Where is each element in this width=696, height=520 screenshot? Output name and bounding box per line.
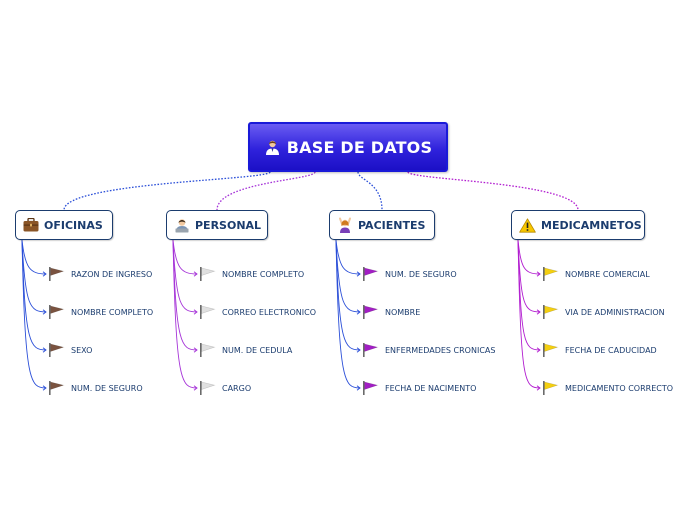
leaf-item[interactable]: CORREO ELECTRONICO bbox=[199, 303, 316, 321]
person-raising-hands-icon bbox=[337, 217, 353, 233]
leaf-label: NUM. DE SEGURO bbox=[71, 383, 143, 393]
leaf-connector bbox=[21, 239, 47, 389]
arrow-head bbox=[356, 271, 361, 277]
leaf-connector bbox=[172, 239, 198, 389]
arrow-head bbox=[536, 271, 541, 277]
leaf-item[interactable]: NOMBRE COMPLETO bbox=[199, 265, 304, 283]
flag-icon bbox=[199, 266, 216, 282]
arrow-head bbox=[193, 347, 198, 353]
leaf-item[interactable]: NOMBRE COMPLETO bbox=[48, 303, 153, 321]
branch-label: OFICINAS bbox=[44, 218, 103, 232]
branch-personal[interactable]: PERSONAL bbox=[166, 210, 268, 240]
leaf-item[interactable]: CARGO bbox=[199, 379, 251, 397]
leaf-connector bbox=[21, 239, 47, 313]
arrow-head bbox=[536, 385, 541, 391]
leaf-label: SEXO bbox=[71, 345, 93, 355]
branch-label: MEDICAMNETOS bbox=[541, 218, 642, 232]
leaf-label: CORREO ELECTRONICO bbox=[222, 307, 317, 317]
leaf-connector bbox=[21, 239, 47, 275]
leaf-connector bbox=[517, 239, 541, 389]
leaf-connector bbox=[335, 239, 361, 389]
flag-icon bbox=[362, 304, 379, 320]
leaf-label: NUM. DE SEGURO bbox=[385, 269, 457, 279]
leaf-connector bbox=[517, 239, 541, 275]
leaf-item[interactable]: NUM. DE CEDULA bbox=[199, 341, 292, 359]
branch-pacientes[interactable]: PACIENTES bbox=[329, 210, 435, 240]
flag-icon bbox=[542, 304, 559, 320]
leaf-item[interactable]: FECHA DE NACIMENTO bbox=[362, 379, 476, 397]
branch-label: PERSONAL bbox=[195, 218, 262, 232]
flag-icon bbox=[48, 304, 65, 320]
flag-icon bbox=[542, 380, 559, 396]
leaf-label: ENFERMEDADES CRONICAS bbox=[385, 345, 496, 355]
flag-icon bbox=[362, 266, 379, 282]
arrow-head bbox=[356, 385, 361, 391]
arrow-head bbox=[193, 309, 198, 315]
flag-icon bbox=[542, 342, 559, 358]
branch-oficinas[interactable]: OFICINAS bbox=[15, 210, 113, 240]
arrow-head bbox=[42, 347, 47, 353]
leaf-item[interactable]: SEXO bbox=[48, 341, 92, 359]
arrow-head bbox=[193, 385, 198, 391]
arrow-head bbox=[42, 385, 47, 391]
leaf-label: NOMBRE COMPLETO bbox=[71, 307, 154, 317]
flag-icon bbox=[199, 342, 216, 358]
arrow-head bbox=[193, 271, 198, 277]
arrow-head bbox=[42, 271, 47, 277]
arrow-head bbox=[42, 309, 47, 315]
flag-icon bbox=[48, 380, 65, 396]
arrow-head bbox=[356, 347, 361, 353]
flag-icon bbox=[48, 342, 65, 358]
arrow-head bbox=[536, 347, 541, 353]
root-topic[interactable]: BASE DE DATOS bbox=[248, 122, 448, 172]
leaf-label: MEDICAMENTO CORRECTO bbox=[565, 383, 674, 393]
flag-icon bbox=[199, 380, 216, 396]
leaf-connector bbox=[517, 239, 541, 313]
arrow-head bbox=[356, 309, 361, 315]
leaf-connector bbox=[335, 239, 361, 275]
leaf-label: FECHA DE NACIMENTO bbox=[385, 383, 477, 393]
flag-icon bbox=[48, 266, 65, 282]
root-connector bbox=[357, 171, 383, 211]
root-topic-label: BASE DE DATOS bbox=[286, 137, 433, 157]
leaf-label: NUM. DE CEDULA bbox=[222, 345, 293, 355]
leaf-item[interactable]: RAZON DE INGRESO bbox=[48, 265, 152, 283]
root-connector bbox=[216, 171, 316, 211]
leaf-item[interactable]: NUM. DE SEGURO bbox=[48, 379, 143, 397]
leaf-connector bbox=[335, 239, 361, 313]
leaf-item[interactable]: MEDICAMENTO CORRECTO bbox=[542, 379, 673, 397]
leaf-item[interactable]: NOMBRE COMERCIAL bbox=[542, 265, 650, 283]
flag-icon bbox=[362, 380, 379, 396]
leaf-item[interactable]: NOMBRE bbox=[362, 303, 420, 321]
root-connector bbox=[407, 171, 579, 211]
leaf-item[interactable]: NUM. DE SEGURO bbox=[362, 265, 457, 283]
branch-medicamnetos[interactable]: MEDICAMNETOS bbox=[511, 210, 645, 240]
leaf-connector bbox=[172, 239, 198, 275]
leaf-item[interactable]: FECHA DE CADUCIDAD bbox=[542, 341, 657, 359]
flag-icon bbox=[542, 266, 559, 282]
leaf-label: NOMBRE COMPLETO bbox=[222, 269, 305, 279]
flag-icon bbox=[362, 342, 379, 358]
warning-icon bbox=[519, 217, 536, 233]
leaf-label: VIA DE ADMINISTRACION bbox=[565, 307, 665, 317]
leaf-item[interactable]: ENFERMEDADES CRONICAS bbox=[362, 341, 495, 359]
flag-icon bbox=[199, 304, 216, 320]
root-connector bbox=[63, 171, 271, 211]
leaf-item[interactable]: VIA DE ADMINISTRACION bbox=[542, 303, 665, 321]
leaf-label: CARGO bbox=[222, 383, 252, 393]
person-icon bbox=[264, 139, 281, 156]
branch-label: PACIENTES bbox=[358, 218, 426, 232]
leaf-label: NOMBRE COMERCIAL bbox=[565, 269, 650, 279]
leaf-label: RAZON DE INGRESO bbox=[71, 269, 153, 279]
leaf-label: FECHA DE CADUCIDAD bbox=[565, 345, 657, 355]
arrow-head bbox=[536, 309, 541, 315]
leaf-connector bbox=[172, 239, 198, 313]
briefcase-icon bbox=[23, 218, 39, 232]
leaf-label: NOMBRE bbox=[385, 307, 421, 317]
person-at-laptop-icon bbox=[174, 218, 190, 233]
